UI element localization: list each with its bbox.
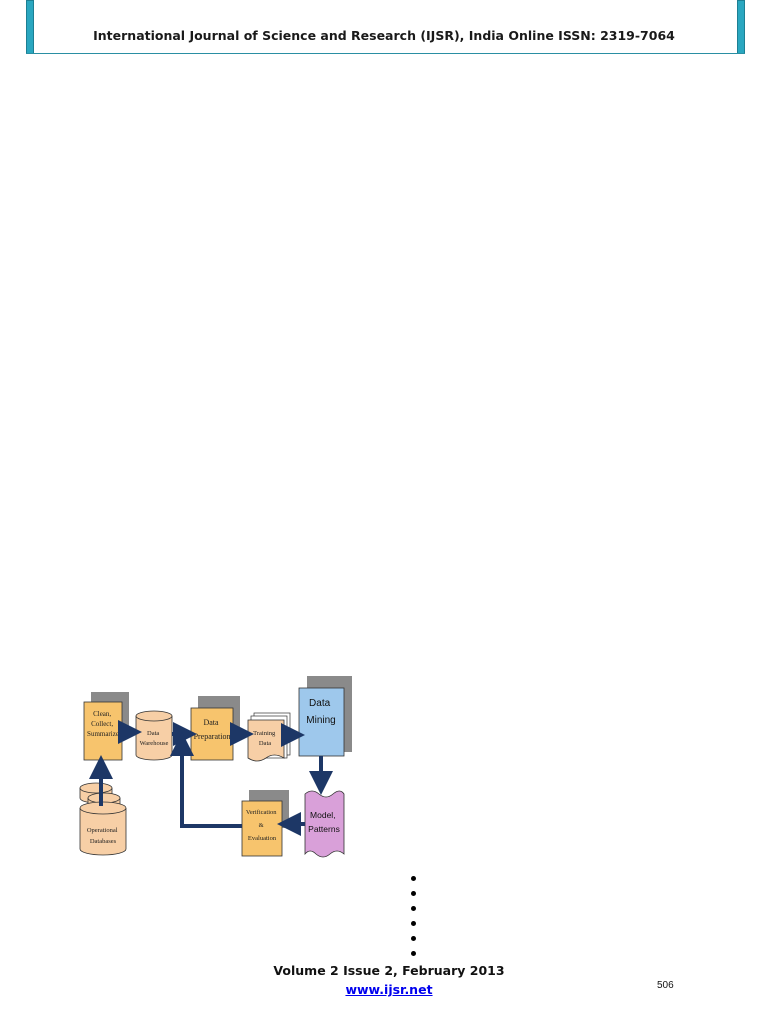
footer-website-link[interactable]: www.ijsr.net	[345, 982, 433, 997]
prep-line-2: Preparation	[194, 732, 231, 741]
node-data-warehouse: Data Warehouse	[135, 710, 173, 761]
journal-header-title: International Journal of Science and Res…	[93, 28, 675, 43]
node-data-preparation: Data Preparation	[190, 696, 240, 761]
verify-line-1: Verification	[246, 809, 277, 816]
svg-text:Data Warehouse: Data Warehouse	[140, 730, 169, 747]
node-data-mining: Data Mining	[298, 676, 352, 757]
data-mining-process-figure: Clean, Collect, Summarize Data Warehouse…	[74, 672, 359, 867]
bullet-point	[411, 906, 416, 911]
model-line-2: Patterns	[308, 824, 340, 834]
node-training-data: Training Data	[247, 712, 291, 762]
svg-text:Operational Databases: Operational Databases	[87, 827, 119, 845]
bullet-list	[408, 876, 422, 966]
bullet-point	[411, 951, 416, 956]
node-model-patterns: Model, Patterns	[304, 790, 345, 858]
svg-text:Data Mining: Data Mining	[306, 698, 335, 726]
warehouse-line-1: Data	[147, 730, 159, 737]
operational-line-2: Databases	[90, 838, 117, 845]
bullet-point	[411, 921, 416, 926]
verify-line-2: &	[259, 822, 264, 829]
mining-line-2: Mining	[306, 715, 335, 726]
header-left-bar	[26, 0, 34, 54]
header-rule	[26, 53, 745, 54]
node-clean-collect-summarize: Clean, Collect, Summarize	[83, 692, 129, 761]
mining-line-1: Data	[309, 698, 331, 709]
clean-line-2: Collect,	[91, 720, 113, 728]
warehouse-line-2: Warehouse	[140, 740, 169, 747]
training-line-1: Training	[253, 730, 276, 737]
node-verification-evaluation: Verification & Evaluation	[241, 790, 289, 857]
svg-text:Model, Patterns: Model, Patterns	[308, 810, 340, 834]
header-right-bar	[737, 0, 745, 54]
bullet-point	[411, 936, 416, 941]
flow-arrows	[89, 720, 333, 836]
model-line-1: Model,	[310, 810, 336, 820]
operational-line-1: Operational	[87, 827, 118, 834]
svg-text:Verification & Eva: Verification & Evaluation	[246, 809, 278, 842]
page-number: 506	[657, 980, 674, 991]
node-operational-databases: Operational Databases	[79, 782, 127, 856]
clean-line-3: Summarize	[87, 730, 119, 738]
svg-text:Data Preparation: Data Preparation	[194, 718, 231, 741]
verify-line-3: Evaluation	[248, 835, 277, 842]
svg-text:Training Data: Training Data	[253, 730, 277, 747]
bullet-point	[411, 891, 416, 896]
training-line-2: Data	[259, 740, 271, 747]
bullet-point	[411, 876, 416, 881]
arrow-verify-to-prep	[170, 732, 242, 828]
clean-line-1: Clean,	[93, 710, 111, 718]
prep-line-1: Data	[203, 718, 219, 727]
svg-text:Clean, Collect, Su: Clean, Collect, Summarize	[87, 710, 119, 738]
footer-volume: Volume 2 Issue 2, February 2013	[273, 963, 505, 978]
